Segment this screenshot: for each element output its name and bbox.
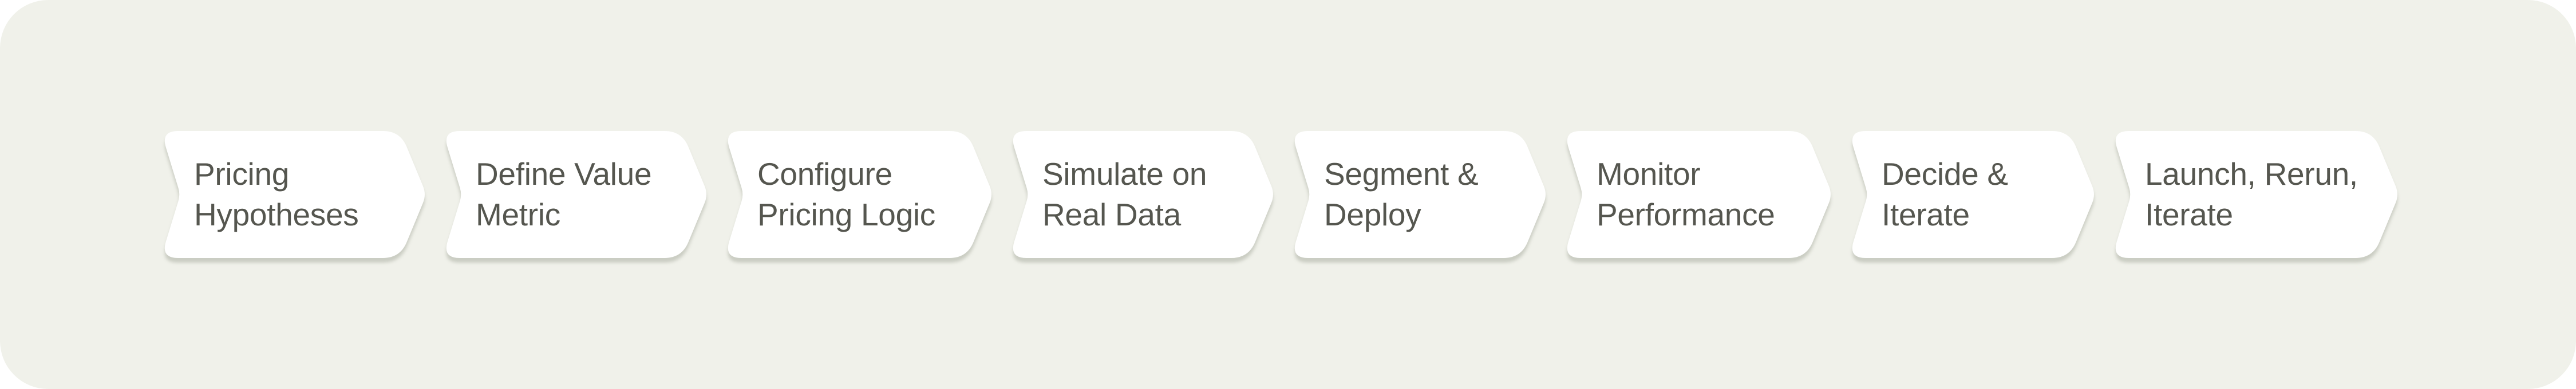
step-label-line: Decide & bbox=[1882, 156, 2008, 192]
chevron-shape-icon bbox=[1013, 131, 1273, 258]
flow-step-define-value-metric: Define Value Metric bbox=[442, 131, 708, 258]
flow-step-simulate-on-real-data: Simulate on Real Data bbox=[1009, 131, 1275, 258]
flow-step-launch-rerun-iterate: Launch, Rerun, Iterate bbox=[2112, 131, 2399, 258]
chevron-shape-icon bbox=[1852, 131, 2094, 258]
chevron-shape-icon bbox=[1294, 131, 1546, 258]
chevron-shape-icon bbox=[1567, 131, 1831, 258]
step-label-line: Simulate on bbox=[1042, 156, 1207, 192]
step-label-line: Deploy bbox=[1324, 197, 1421, 232]
process-flow: Pricing Hypotheses Define Value Metric C… bbox=[161, 131, 2399, 258]
flow-step-segment-deploy: Segment & Deploy bbox=[1291, 131, 1547, 258]
chevron-shape-icon bbox=[2115, 131, 2397, 258]
step-label-line: Monitor bbox=[1597, 156, 1701, 192]
step-label-line: Pricing Logic bbox=[757, 197, 935, 232]
step-label: Decide & Iterate bbox=[1882, 154, 2008, 235]
step-label: Configure Pricing Logic bbox=[757, 154, 935, 235]
step-label-line: Define Value bbox=[476, 156, 652, 192]
step-label-line: Metric bbox=[476, 197, 560, 232]
flow-step-decide-iterate: Decide & Iterate bbox=[1848, 131, 2096, 258]
step-label-line: Pricing bbox=[194, 156, 290, 192]
chevron-shape-icon bbox=[728, 131, 991, 258]
step-label-line: Real Data bbox=[1042, 197, 1181, 232]
flow-step-configure-pricing-logic: Configure Pricing Logic bbox=[724, 131, 993, 258]
step-label-line: Iterate bbox=[1882, 197, 1970, 232]
flow-step-pricing-hypotheses: Pricing Hypotheses bbox=[161, 131, 426, 258]
step-label: Simulate on Real Data bbox=[1042, 154, 1207, 235]
chevron-shape-icon bbox=[446, 131, 706, 258]
step-label-line: Hypotheses bbox=[194, 197, 359, 232]
step-label-line: Performance bbox=[1597, 197, 1775, 232]
step-label: Monitor Performance bbox=[1597, 154, 1775, 235]
step-label-line: Iterate bbox=[2145, 197, 2233, 232]
step-label: Segment & Deploy bbox=[1324, 154, 1479, 235]
chevron-shape-icon bbox=[164, 131, 425, 258]
step-label: Define Value Metric bbox=[476, 154, 652, 235]
step-label: Launch, Rerun, Iterate bbox=[2145, 154, 2358, 235]
flow-step-monitor-performance: Monitor Performance bbox=[1563, 131, 1832, 258]
step-label: Pricing Hypotheses bbox=[194, 154, 359, 235]
step-label-line: Launch, Rerun, bbox=[2145, 156, 2358, 192]
step-label-line: Segment & bbox=[1324, 156, 1479, 192]
step-label-line: Configure bbox=[757, 156, 892, 192]
